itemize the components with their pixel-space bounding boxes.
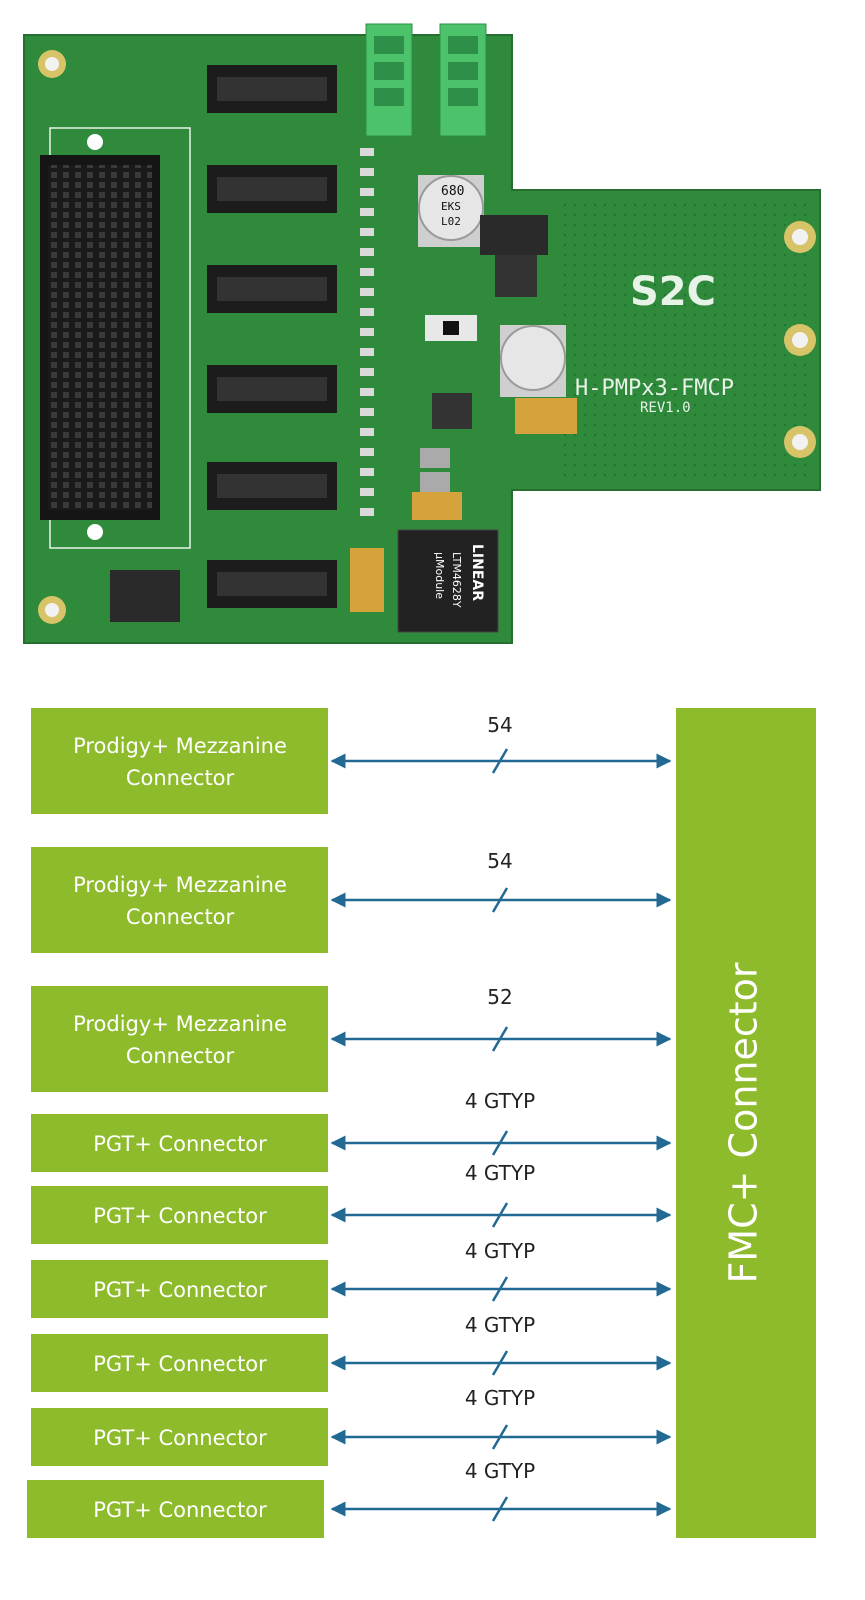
fmc-connector-label: FMC+ Connector: [722, 962, 766, 1283]
connector-label-line1: Prodigy+ Mezzanine: [73, 1012, 287, 1036]
resistor-packs: [360, 148, 374, 516]
connector-box: [31, 1334, 328, 1392]
connector-box: [31, 708, 328, 814]
connector-label-line1: Prodigy+ Mezzanine: [73, 873, 287, 897]
bus-width-slash: [491, 1424, 509, 1450]
fmc-plus-connector-hardware: [40, 127, 191, 549]
bus-width-slash: [491, 748, 509, 774]
mounting-holes: [38, 50, 816, 624]
connector-row: PGT+ Connector 4 GTYP: [31, 1386, 672, 1466]
connector-label: PGT+ Connector: [93, 1132, 267, 1156]
connector-label: PGT+ Connector: [93, 1352, 267, 1376]
brand-logo: S2C: [630, 269, 716, 315]
connector-row: PGT+ Connector 4 GTYP: [31, 1089, 672, 1172]
bus-width-slash: [491, 1350, 509, 1376]
terminal-blocks: [365, 23, 487, 137]
lane-count-label: 4 GTYP: [465, 1386, 535, 1410]
connector-box: [27, 1480, 324, 1538]
lane-count-label: 54: [487, 849, 512, 873]
lane-count-label: 4 GTYP: [465, 1459, 535, 1483]
connector-row: PGT+ Connector 4 GTYP: [31, 1313, 672, 1392]
capacitor-marking-2: EKS: [441, 200, 461, 213]
connector-box: [31, 847, 328, 953]
connector-box: [31, 1260, 328, 1318]
pcb-board-photo: 680 EKS L02 LINEAR LTM4628Y µModule S2C …: [23, 23, 821, 644]
board-revision: REV1.0: [640, 400, 691, 416]
connector-row: PGT+ Connector 4 GTYP: [31, 1161, 672, 1244]
connector-label-line2: Connector: [126, 1044, 235, 1068]
module-brand: LINEAR: [469, 544, 485, 601]
lane-count-label: 4 GTYP: [465, 1313, 535, 1337]
connector-box: [31, 1186, 328, 1244]
connector-box: [31, 1114, 328, 1172]
electrolytic-capacitors: 680 EKS L02: [418, 175, 566, 397]
capacitor-marking-3: L02: [441, 215, 461, 228]
board-connectors: [207, 65, 337, 608]
connector-label-line2: Connector: [126, 766, 235, 790]
connector-label: PGT+ Connector: [93, 1278, 267, 1302]
fmc-connector-box: FMC+ Connector: [676, 708, 816, 1538]
bus-width-slash: [491, 887, 509, 913]
bus-width-slash: [491, 1130, 509, 1156]
connector-label: PGT+ Connector: [93, 1498, 267, 1522]
connector-box: [31, 986, 328, 1092]
connector-row: PGT+ Connector 4 GTYP: [31, 1239, 672, 1318]
lane-count-label: 52: [487, 985, 512, 1009]
bus-width-slash: [491, 1276, 509, 1302]
lane-count-label: 4 GTYP: [465, 1161, 535, 1185]
board-silkscreen: S2C H-PMPx3-FMCP REV1.0: [575, 269, 734, 416]
module-part: LTM4628Y: [450, 552, 463, 608]
connector-label: PGT+ Connector: [93, 1204, 267, 1228]
bus-width-slash: [491, 1496, 509, 1522]
capacitor-marking-1: 680: [441, 184, 464, 199]
lane-count-label: 54: [487, 713, 512, 737]
connector-label-line2: Connector: [126, 905, 235, 929]
lane-count-label: 4 GTYP: [465, 1089, 535, 1113]
bus-width-slash: [491, 1026, 509, 1052]
module-type: µModule: [433, 552, 446, 599]
bus-width-slash: [491, 1202, 509, 1228]
connector-label: PGT+ Connector: [93, 1426, 267, 1450]
connector-box: [31, 1408, 328, 1466]
board-name: H-PMPx3-FMCP: [575, 376, 734, 401]
lane-count-label: 4 GTYP: [465, 1239, 535, 1263]
power-components: [110, 215, 577, 622]
connector-row: PGT+ Connector 4 GTYP: [27, 1459, 672, 1538]
connector-label-line1: Prodigy+ Mezzanine: [73, 734, 287, 758]
ltm4628-module: LINEAR LTM4628Y µModule: [397, 529, 499, 633]
